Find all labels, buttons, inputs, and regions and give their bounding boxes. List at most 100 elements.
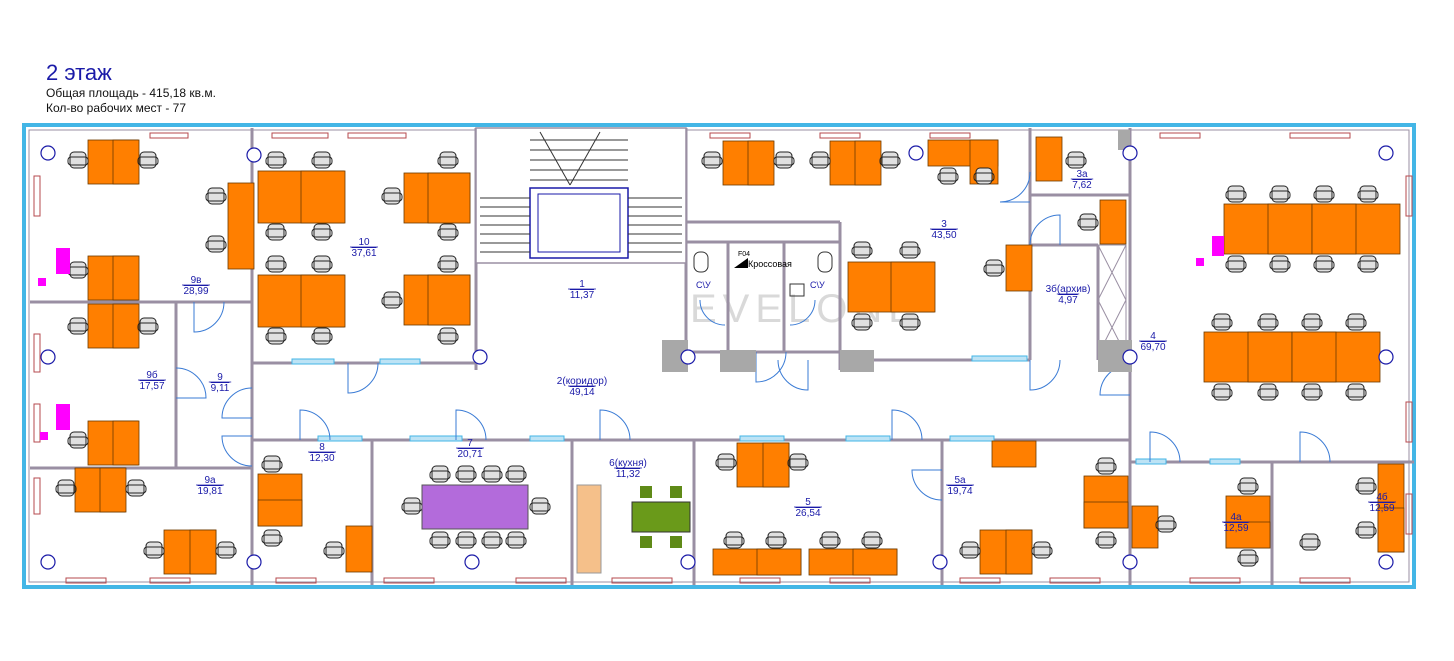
chair (1211, 313, 1233, 331)
room-area-6: 11,32 (616, 469, 641, 480)
radiator (819, 132, 861, 139)
room-name-3b: 3б(архив) (1046, 283, 1091, 295)
desk (1225, 521, 1271, 549)
radiator (149, 132, 189, 139)
chair (1155, 515, 1177, 533)
chair (265, 223, 287, 241)
pillar (1378, 554, 1394, 570)
window-frames (291, 355, 1241, 465)
chair (437, 327, 459, 345)
room-label-6: 6(кухня)11,32 (609, 458, 647, 480)
room-name-4a: 4а (1230, 512, 1242, 523)
kitchen-chairs (640, 486, 682, 548)
pillar (246, 554, 262, 570)
room-area-4a: 12,59 (1223, 523, 1248, 534)
chair (205, 235, 227, 253)
chair (1345, 383, 1367, 401)
chair (1237, 477, 1259, 495)
room-name-5a: 5а (954, 475, 966, 486)
room-name-5: 5 (805, 497, 811, 508)
chair (1301, 383, 1323, 401)
room-name-6: 6(кухня) (609, 458, 647, 469)
chair (723, 531, 745, 549)
chair (1313, 255, 1335, 273)
chair (261, 455, 283, 473)
chair (265, 151, 287, 169)
desk (189, 529, 217, 575)
server-code-label: F04 (738, 251, 750, 258)
room-label-3a: 3а7,62 (1070, 169, 1094, 191)
chair (67, 261, 89, 279)
chair (437, 223, 459, 241)
radiator (515, 577, 567, 584)
desk (756, 548, 802, 576)
desk (1291, 331, 1337, 383)
room-area-9v: 28,99 (183, 286, 208, 297)
chair (311, 327, 333, 345)
chair (55, 479, 77, 497)
room-label-4: 469,70 (1139, 331, 1167, 353)
chair (1257, 383, 1279, 401)
desk (1083, 501, 1129, 529)
desk (112, 303, 140, 349)
chair (1225, 185, 1247, 203)
chair (701, 151, 723, 169)
desk (112, 420, 140, 466)
room-label-8: 812,30 (308, 442, 336, 464)
pillar (680, 349, 696, 365)
chair (381, 291, 403, 309)
radiator (739, 577, 781, 584)
pillar (1378, 145, 1394, 161)
desk (852, 548, 898, 576)
desk (99, 467, 127, 513)
doors (175, 171, 1331, 501)
room-area-7: 20,71 (457, 449, 482, 460)
radiator (33, 333, 41, 373)
staircase (475, 127, 687, 264)
desk (1311, 203, 1357, 255)
room-area-10: 37,61 (351, 248, 376, 259)
chair (215, 541, 237, 559)
room-area-9a: 19,81 (197, 486, 222, 497)
pillar (40, 145, 56, 161)
chair (809, 151, 831, 169)
chair (1301, 313, 1323, 331)
kitchen-table (631, 501, 691, 533)
toilets (693, 251, 833, 297)
chair (787, 453, 809, 471)
room-area-9b: 17,57 (139, 381, 164, 392)
chair (1299, 533, 1321, 551)
radiator (149, 577, 191, 584)
kitchen-counter (576, 484, 602, 574)
room-label-5: 526,54 (794, 497, 822, 519)
room-area-3a: 7,62 (1072, 180, 1092, 191)
wc-label-2: С\У (810, 280, 825, 290)
chair (1357, 185, 1379, 203)
radiator (383, 577, 435, 584)
pillar (40, 349, 56, 365)
room-name-9v: 9в (191, 275, 202, 286)
chair (1355, 521, 1377, 539)
radiator (611, 577, 673, 584)
chair (311, 255, 333, 273)
desk (257, 499, 303, 527)
desk (747, 140, 775, 186)
floor-title: 2 этаж (46, 60, 112, 85)
chair (1225, 255, 1247, 273)
outer-wall (22, 123, 1416, 589)
radiator (33, 477, 41, 515)
radiator (1159, 132, 1201, 139)
radiator (1405, 493, 1413, 535)
chair (1031, 541, 1053, 559)
desk (427, 172, 471, 224)
desks (74, 136, 1405, 576)
chair (899, 241, 921, 259)
chair (1313, 185, 1335, 203)
radiator (275, 577, 317, 584)
chair (765, 531, 787, 549)
pillar (1378, 349, 1394, 365)
radiator (709, 132, 751, 139)
